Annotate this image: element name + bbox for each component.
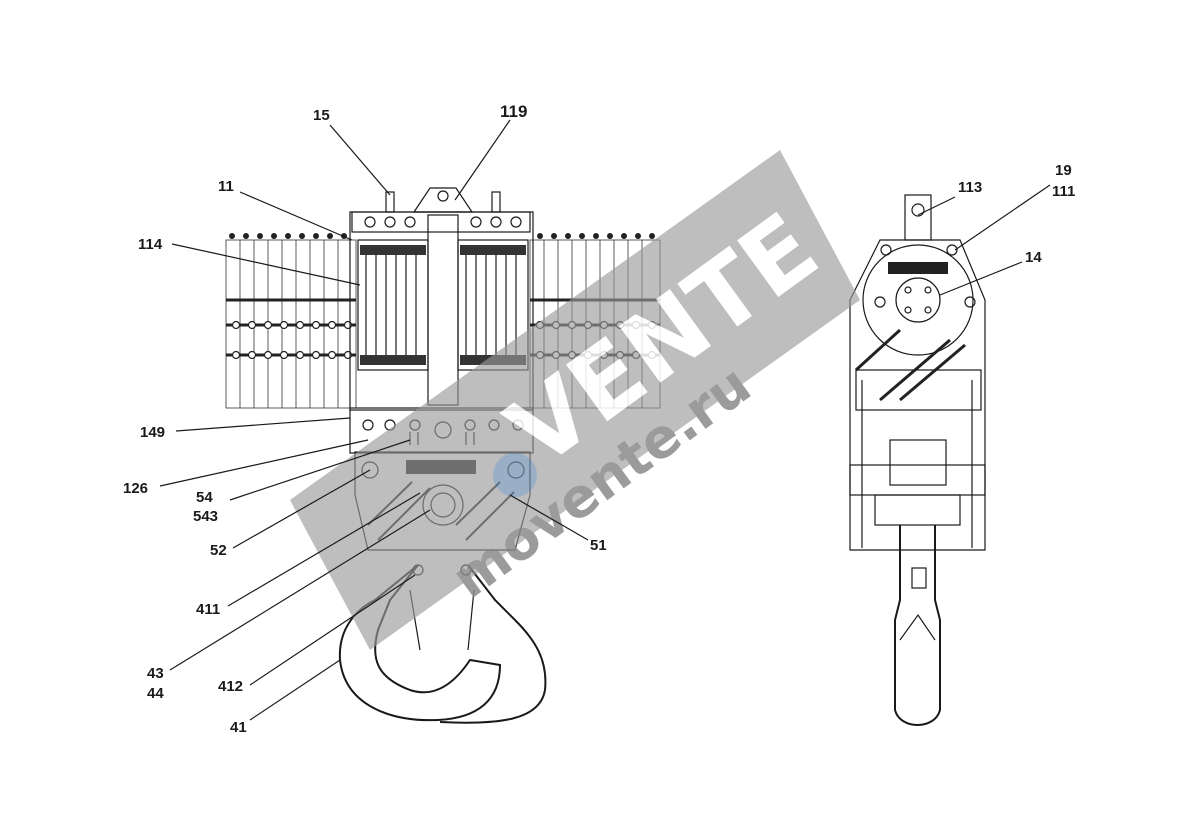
callout-15: 15 [313,107,330,124]
watermark: VENTE movente.ru [290,150,860,650]
callout-51: 51 [590,537,607,554]
callout-113: 113 [958,179,982,196]
callout-54: 54 [196,489,213,506]
side-view [849,194,986,726]
callout-11: 11 [218,178,234,195]
callout-543: 543 [193,508,218,525]
callout-412: 412 [218,678,243,695]
callout-126: 126 [123,480,148,497]
callout-114: 114 [138,236,163,253]
top-crosshead [351,187,531,233]
callout-111: 111 [1052,183,1075,200]
callout-labels: 15 119 11 114 149 126 54 543 52 411 43 4… [123,102,1075,736]
center-pillar [427,214,459,406]
callout-14: 14 [1025,249,1042,266]
callout-43: 43 [147,665,164,682]
leader-lines [159,119,1051,721]
watermark-logo-icon [493,453,537,497]
callout-44: 44 [147,685,164,702]
callout-149: 149 [140,424,165,441]
callout-41: 41 [230,719,247,736]
callout-19: 19 [1055,162,1072,179]
callout-52: 52 [210,542,227,559]
callout-119: 119 [500,102,527,121]
callout-411: 411 [196,601,220,618]
